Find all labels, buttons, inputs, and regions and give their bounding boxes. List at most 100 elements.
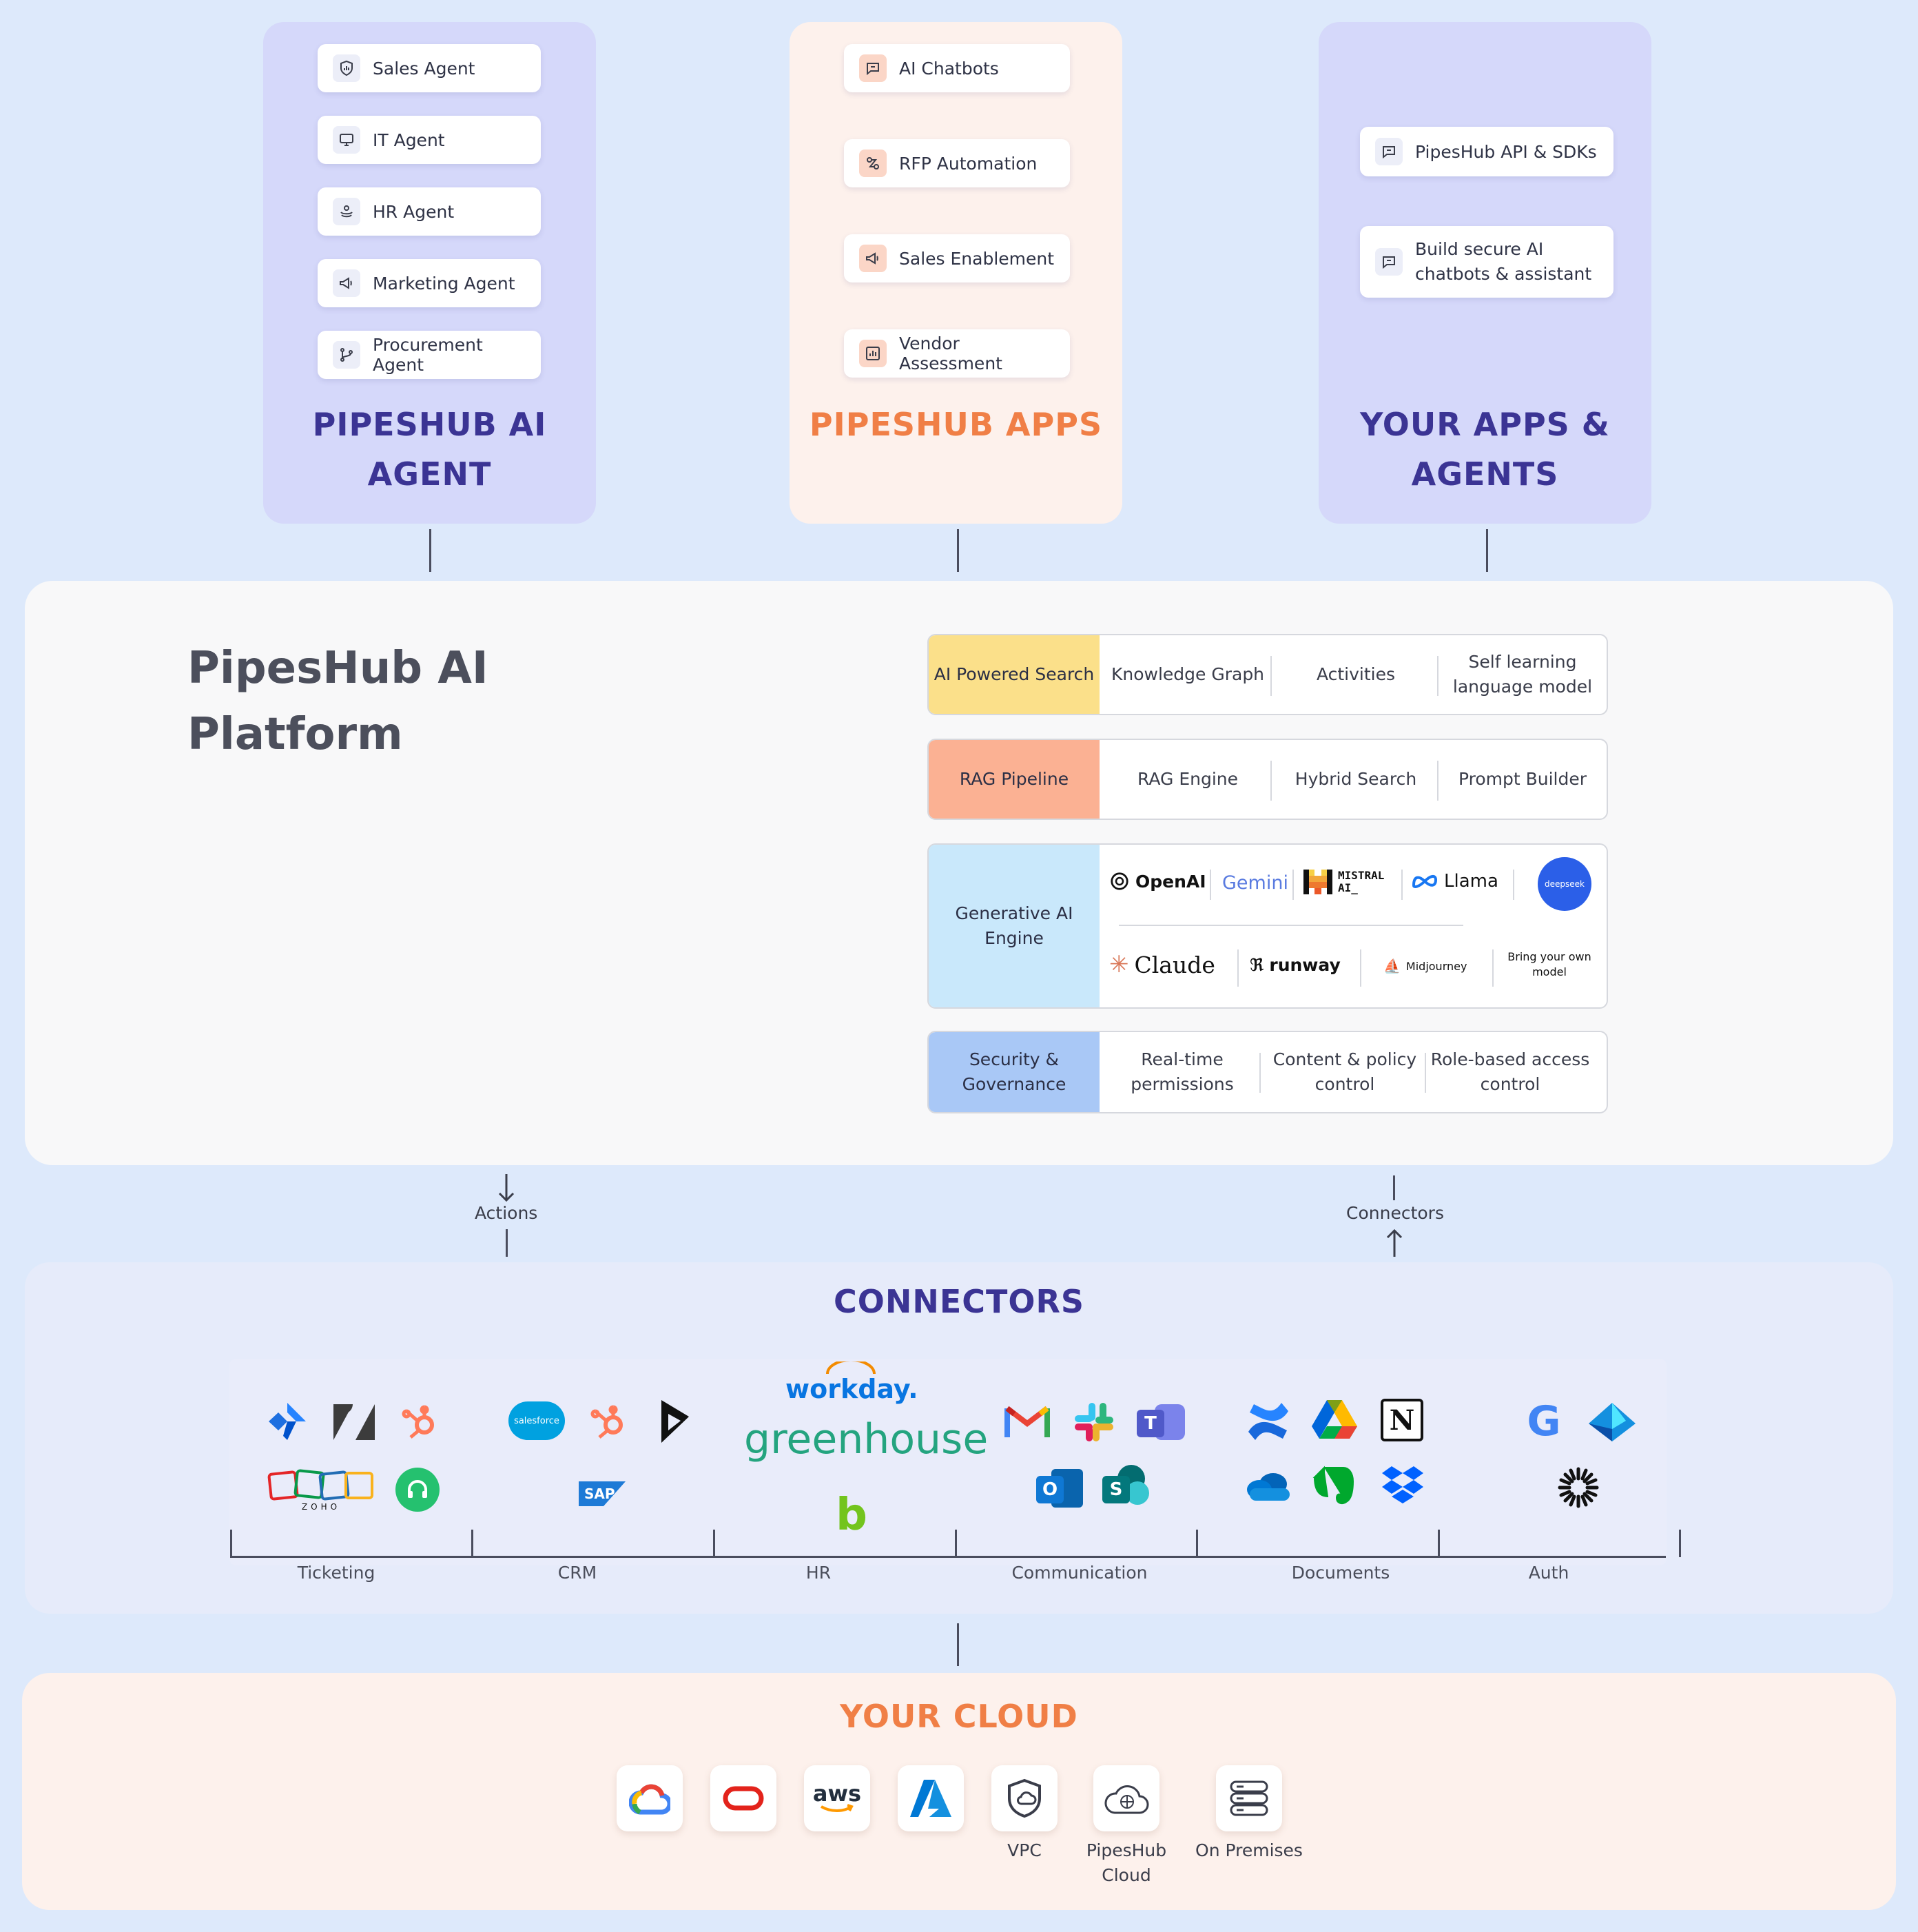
onedrive-icon <box>1246 1472 1292 1505</box>
actions-down-arrow <box>496 1173 517 1206</box>
workday-text: workday. <box>785 1374 918 1404</box>
sap-icon: SAP <box>579 1481 626 1506</box>
monitor-icon <box>333 126 360 154</box>
bring-your-own-model: Bring your own model <box>1507 950 1591 978</box>
content-policy-cell: Content & policy control <box>1272 1049 1417 1094</box>
zendesk-icon <box>332 1403 376 1444</box>
claude-icon: ✳ <box>1109 951 1129 978</box>
marketing-agent-item[interactable]: Marketing Agent <box>318 259 541 307</box>
divider <box>1437 761 1438 801</box>
platform-title: PipesHub AI Platform <box>187 643 488 760</box>
gemini-logo: Gemini <box>1222 872 1288 894</box>
llama-text: Llama <box>1444 871 1498 892</box>
notion-icon: N <box>1381 1399 1423 1441</box>
procurement-agent-item[interactable]: Procurement Agent <box>318 331 541 379</box>
google-cloud-icon[interactable] <box>617 1765 683 1831</box>
oracle-icon[interactable] <box>710 1765 776 1831</box>
sales-agent-item[interactable]: Sales Agent <box>318 44 541 92</box>
api-sdks-item[interactable]: PipesHub API & SDKs <box>1360 127 1613 176</box>
actions-line <box>506 1229 508 1257</box>
midjourney-icon: ⛵ <box>1383 958 1401 974</box>
vendor-assessment-item[interactable]: Vendor Assessment <box>844 329 1070 378</box>
mistral-text: MISTRAL AI_ <box>1338 869 1385 894</box>
branch-icon <box>333 341 360 369</box>
aws-icon[interactable]: aws <box>804 1765 870 1831</box>
divider <box>1513 870 1514 900</box>
build-chatbots-item[interactable]: Build secure AI chatbots & assistant <box>1360 226 1613 298</box>
rfp-automation-item[interactable]: RFP Automation <box>844 139 1070 187</box>
vpc-icon[interactable] <box>991 1765 1058 1831</box>
apps-connector-line <box>957 529 959 572</box>
runway-logo: ℜ runway <box>1250 955 1341 975</box>
dropbox-icon <box>1381 1465 1425 1509</box>
chat-icon <box>1375 248 1403 276</box>
self-learning-cell: Self learning language model <box>1452 652 1593 697</box>
slack-icon <box>1072 1400 1116 1447</box>
category-communication: Communication <box>1011 1563 1148 1583</box>
prompt-builder-cell: Prompt Builder <box>1458 769 1587 789</box>
category-tick <box>1196 1530 1198 1557</box>
zoho-text: ZOHO <box>301 1502 341 1512</box>
gemini-text: Gemini <box>1222 872 1288 894</box>
mistral-icon <box>1303 870 1332 894</box>
megaphone-icon <box>859 245 887 272</box>
teams-icon: T <box>1137 1399 1185 1444</box>
apps-panel-title: PIPESHUB APPS <box>809 406 1103 443</box>
outlook-text: O <box>1036 1476 1064 1503</box>
category-tick <box>471 1530 473 1557</box>
connectors-flow-label: Connectors <box>1346 1203 1444 1223</box>
divider <box>1259 1053 1261 1093</box>
row-head-search: AI Powered Search <box>929 635 1100 714</box>
workday-arc-icon <box>826 1359 876 1375</box>
category-documents: Documents <box>1291 1563 1390 1583</box>
rag-engine-cell: RAG Engine <box>1137 769 1239 789</box>
connectors-logo-area <box>229 1359 1667 1565</box>
agent-connector-line <box>429 529 431 572</box>
pipeshub-cloud-icon[interactable] <box>1093 1765 1159 1831</box>
sap-text: SAP <box>584 1486 615 1502</box>
gmail-icon <box>1004 1403 1050 1441</box>
salesforce-icon: salesforce <box>508 1401 565 1440</box>
divider <box>1492 949 1494 987</box>
workday-logo: workday. <box>785 1359 918 1404</box>
person-stack-icon <box>333 198 360 225</box>
server-icon[interactable] <box>1216 1765 1282 1831</box>
divider <box>1210 870 1211 900</box>
outlook-icon: O <box>1036 1466 1083 1509</box>
jira-icon <box>266 1400 309 1446</box>
divider <box>1237 949 1239 987</box>
category-tick <box>1438 1530 1440 1557</box>
sales-enablement-label: Sales Enablement <box>899 248 1055 269</box>
okta-icon <box>1556 1465 1601 1513</box>
it-agent-item[interactable]: IT Agent <box>318 116 541 164</box>
megaphone-icon <box>333 269 360 297</box>
sales-enablement-item[interactable]: Sales Enablement <box>844 234 1070 282</box>
category-hr: HR <box>805 1563 832 1583</box>
row-head-rag: RAG Pipeline <box>929 740 1100 819</box>
sharepoint-text: S <box>1102 1476 1130 1503</box>
build-chatbots-label: Build secure AI chatbots & assistant <box>1415 239 1592 284</box>
hr-agent-item[interactable]: HR Agent <box>318 187 541 236</box>
ai-chatbots-label: AI Chatbots <box>899 58 999 79</box>
salesforce-text: salesforce <box>514 1415 559 1426</box>
runway-icon: ℜ <box>1250 955 1264 975</box>
openai-text: OpenAI <box>1135 871 1206 892</box>
divider <box>1360 949 1361 987</box>
midjourney-text: Midjourney <box>1405 959 1467 973</box>
sales-agent-label: Sales Agent <box>373 58 475 79</box>
ai-powered-search-row: AI Powered Search Knowledge Graph Activi… <box>927 634 1608 715</box>
cloud-connector-line <box>957 1623 959 1666</box>
divider <box>1119 925 1463 926</box>
azure-icon[interactable] <box>898 1765 964 1831</box>
connectors-line <box>1393 1175 1395 1200</box>
divider <box>1270 656 1272 696</box>
aws-text: aws <box>812 1780 862 1807</box>
ai-chatbots-item[interactable]: AI Chatbots <box>844 44 1070 92</box>
azure-ad-icon <box>1587 1401 1637 1446</box>
hubspot-icon <box>590 1399 628 1444</box>
category-auth: Auth <box>1528 1563 1569 1583</box>
agent-panel-title: PIPESHUB AI AGENT <box>312 406 547 493</box>
evernote-icon <box>1312 1462 1357 1512</box>
google-icon: G <box>1527 1397 1561 1446</box>
generative-ai-row: Generative AI Engine OpenAI Gemini MISTR… <box>927 843 1608 1009</box>
